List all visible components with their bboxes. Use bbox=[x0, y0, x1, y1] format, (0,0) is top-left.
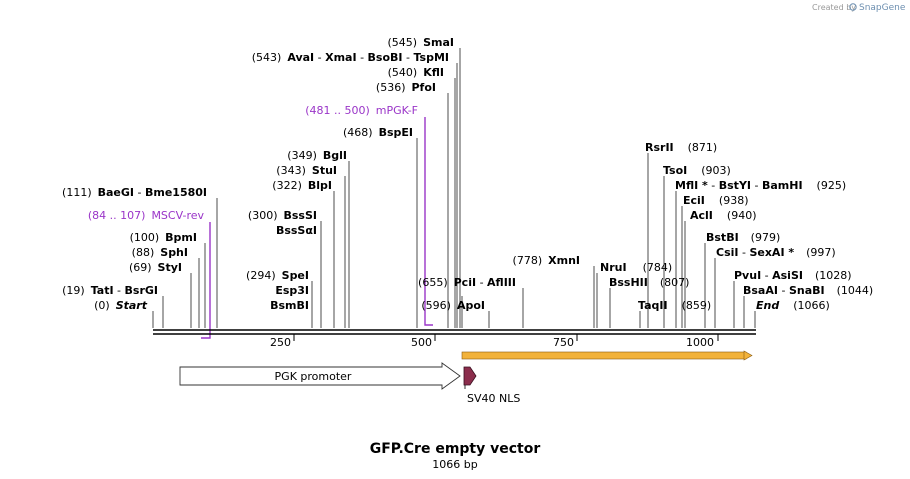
ruler-label-500: 500 bbox=[411, 336, 432, 349]
site-label-spei: (294)SpeI bbox=[246, 269, 309, 282]
site-label-bgli: (349)BglI bbox=[287, 149, 347, 162]
map-title: GFP.Cre empty vector bbox=[370, 441, 541, 457]
site-label-bsshii: BssHII(807) bbox=[609, 276, 689, 289]
site-label-pcii-group: (655)PciI - AflIII bbox=[418, 276, 516, 289]
site-label-rsrii: RsrII(871) bbox=[645, 141, 717, 154]
feature-pgk-promoter[interactable]: PGK promoter bbox=[179, 362, 461, 390]
orf-arrow[interactable] bbox=[461, 350, 753, 361]
credit-brand[interactable]: SnapGene bbox=[859, 3, 906, 13]
site-label-sphi: (88)SphI bbox=[132, 246, 188, 259]
feature-sv40-nls[interactable]: SV40 NLS bbox=[463, 366, 520, 405]
site-label-mfli-group: MflI * - BstYI - BamHI(925) bbox=[675, 179, 846, 192]
site-label-start: (0)Start bbox=[94, 299, 148, 312]
site-label-ecii: EciI(938) bbox=[683, 194, 749, 207]
site-label-nrui: NruI(784) bbox=[600, 261, 672, 274]
feature-pgk-label: PGK promoter bbox=[275, 370, 352, 383]
site-label-blpi: (322)BlpI bbox=[272, 179, 332, 192]
site-label-csii-group: CsiI - SexAI *(997) bbox=[716, 246, 836, 259]
site-lines bbox=[152, 48, 756, 328]
snapgene-logo-icon bbox=[849, 3, 857, 11]
site-label-bsaai-group: BsaAI - SnaBI(1044) bbox=[743, 284, 873, 297]
site-label-avai-group: (543)AvaI - XmaI - BsoBI - TspMI bbox=[252, 51, 449, 64]
site-label-tsoi: TsoI(903) bbox=[663, 164, 731, 177]
ruler-label-250: 250 bbox=[270, 336, 291, 349]
primer-mscv-arrow bbox=[201, 222, 211, 339]
site-label-kfli: (540)KflI bbox=[388, 66, 444, 79]
site-label-xmni: (778)XmnI bbox=[513, 254, 580, 267]
site-label-acli: AclI(940) bbox=[690, 209, 757, 222]
site-label-esp3i: Esp3I bbox=[275, 284, 309, 297]
primer-label-mscv[interactable]: (84 .. 107)MSCV-rev bbox=[88, 209, 205, 222]
site-label-bspei: (468)BspEI bbox=[343, 126, 413, 139]
feature-nls-label: SV40 NLS bbox=[467, 392, 520, 405]
site-label-stui: (343)StuI bbox=[276, 164, 337, 177]
sequence-backbone bbox=[153, 329, 756, 335]
credit-prefix: Created by bbox=[812, 3, 856, 12]
site-label-bsmbi: BsmBI bbox=[270, 299, 309, 312]
site-label-end: End(1066) bbox=[756, 299, 830, 312]
site-label-bsssai: BssSαI bbox=[276, 224, 317, 237]
site-label-styi: (69)StyI bbox=[129, 261, 182, 274]
map-length: 1066 bp bbox=[432, 458, 477, 471]
site-label-bstbi: BstBI(979) bbox=[706, 231, 780, 244]
site-label-smai: (545)SmaI bbox=[388, 36, 455, 49]
primer-label-mpgk[interactable]: (481 .. 500)mPGK-F bbox=[305, 104, 418, 117]
ruler-label-1000: 1000 bbox=[686, 336, 714, 349]
site-label-bsssi: (300)BssSI bbox=[248, 209, 317, 222]
site-label-taqii: TaqII(859) bbox=[638, 299, 711, 312]
site-label-baegi-group: (111)BaeGI - Bme1580I bbox=[62, 186, 207, 199]
site-label-tati-group: (19)TatI - BsrGI bbox=[62, 284, 158, 297]
ruler-label-750: 750 bbox=[553, 336, 574, 349]
ruler bbox=[293, 334, 719, 341]
site-label-bpmi: (100)BpmI bbox=[130, 231, 197, 244]
site-label-pfoi: (536)PfoI bbox=[376, 81, 436, 94]
site-label-apoi: (596)ApoI bbox=[421, 299, 485, 312]
primer-arrows bbox=[201, 117, 433, 339]
primer-mpgk-arrow bbox=[424, 117, 433, 326]
site-label-pvui-group: PvuI - AsiSI(1028) bbox=[734, 269, 852, 282]
